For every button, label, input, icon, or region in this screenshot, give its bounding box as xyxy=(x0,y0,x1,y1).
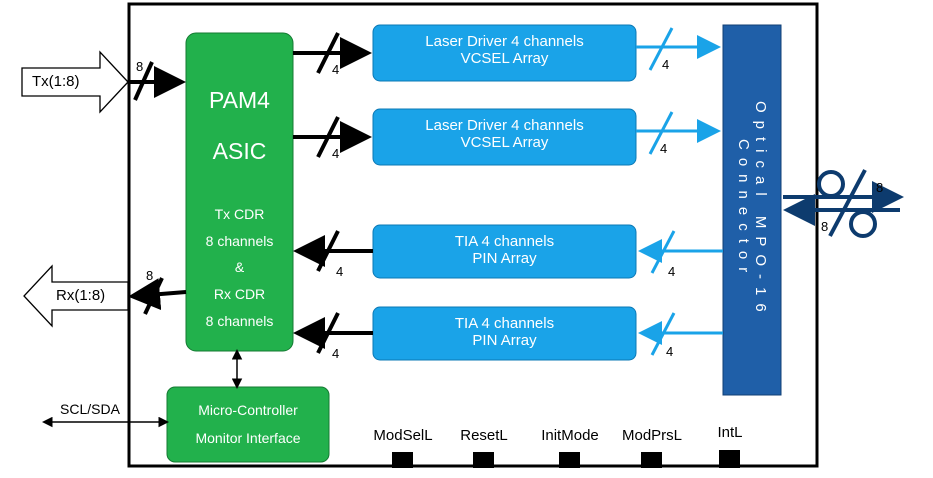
rx-port-arrow xyxy=(23,264,129,328)
lane-slash xyxy=(648,27,674,71)
i2c-label: SCL/SDA xyxy=(60,401,120,417)
tia-label: TIA 4 channels xyxy=(454,315,555,332)
tx-port-label: Tx(1:8) xyxy=(32,73,80,90)
asic-detail: 8 channels xyxy=(205,233,274,249)
fiber-circle xyxy=(817,170,845,198)
connector-label: Optical MPO-16 Connector xyxy=(735,100,769,320)
lane-count: 4 xyxy=(332,146,340,161)
lane-count: 4 xyxy=(668,264,676,279)
fiber-slash xyxy=(828,169,867,237)
optical-connector-block xyxy=(722,24,782,396)
asic-title: PAM4 xyxy=(209,87,270,113)
asic-detail: Tx CDR xyxy=(214,206,265,222)
micro-controller-label: Micro-Controller xyxy=(198,402,298,418)
rx-lane-count: 8 xyxy=(146,268,154,283)
pin-pad xyxy=(641,452,662,468)
rx-lane-slash xyxy=(143,277,164,315)
lane-count: 4 xyxy=(666,344,674,359)
tia-label: TIA 4 channels xyxy=(454,233,555,250)
asic-block xyxy=(185,32,294,352)
lane-count: 4 xyxy=(336,264,344,279)
pin-pad xyxy=(559,452,580,468)
asic-detail: 8 channels xyxy=(205,313,274,329)
tx-lane-count: 8 xyxy=(136,59,144,74)
asic-subtitle: ASIC xyxy=(212,138,267,164)
lane-slash xyxy=(316,312,340,354)
fiber-circle xyxy=(849,210,877,238)
pin-pad xyxy=(392,452,413,468)
pin-label-resetl: ResetL xyxy=(460,427,508,444)
laser-driver-sublabel: VCSEL Array xyxy=(460,134,549,151)
tia-sublabel: PIN Array xyxy=(472,250,537,267)
lane-slash xyxy=(648,111,674,155)
pin-pad xyxy=(719,450,740,468)
asic-detail: Rx CDR xyxy=(213,286,266,302)
lane-count: 4 xyxy=(332,62,340,77)
tia-sublabel: PIN Array xyxy=(472,332,537,349)
pin-label-initmode: InitMode xyxy=(541,427,599,444)
lane-slash xyxy=(316,230,340,272)
asic-detail: & xyxy=(234,259,245,275)
laser-driver-block xyxy=(372,108,637,166)
laser-driver-label: Laser Driver 4 channels xyxy=(425,33,584,50)
rx-output-arrow xyxy=(128,278,187,311)
pin-label-modsell: ModSelL xyxy=(373,427,433,444)
pin-label-modprsl: ModPrsL xyxy=(621,427,683,444)
rx-port-label: Rx(1:8) xyxy=(56,287,106,304)
tx-port-arrow xyxy=(21,50,129,114)
laser-driver-label: Laser Driver 4 channels xyxy=(425,117,584,134)
optical-tx-count: 8 xyxy=(876,180,884,195)
laser-driver-sublabel: VCSEL Array xyxy=(460,50,549,67)
lane-slash xyxy=(650,312,676,356)
optical-rx-count: 8 xyxy=(821,219,829,234)
pin-pad xyxy=(473,452,494,468)
pin-label-intl: IntL xyxy=(717,424,743,441)
micro-controller-sublabel: Monitor Interface xyxy=(195,430,301,446)
lane-count: 4 xyxy=(660,141,668,156)
laser-driver-block xyxy=(372,24,637,82)
lane-slash xyxy=(650,230,676,274)
lane-slash xyxy=(316,116,340,158)
lane-slash xyxy=(316,32,340,74)
micro-controller-block xyxy=(166,386,330,463)
lane-count: 4 xyxy=(332,346,340,361)
lane-count: 4 xyxy=(662,57,670,72)
tx-lane-slash xyxy=(133,61,154,101)
